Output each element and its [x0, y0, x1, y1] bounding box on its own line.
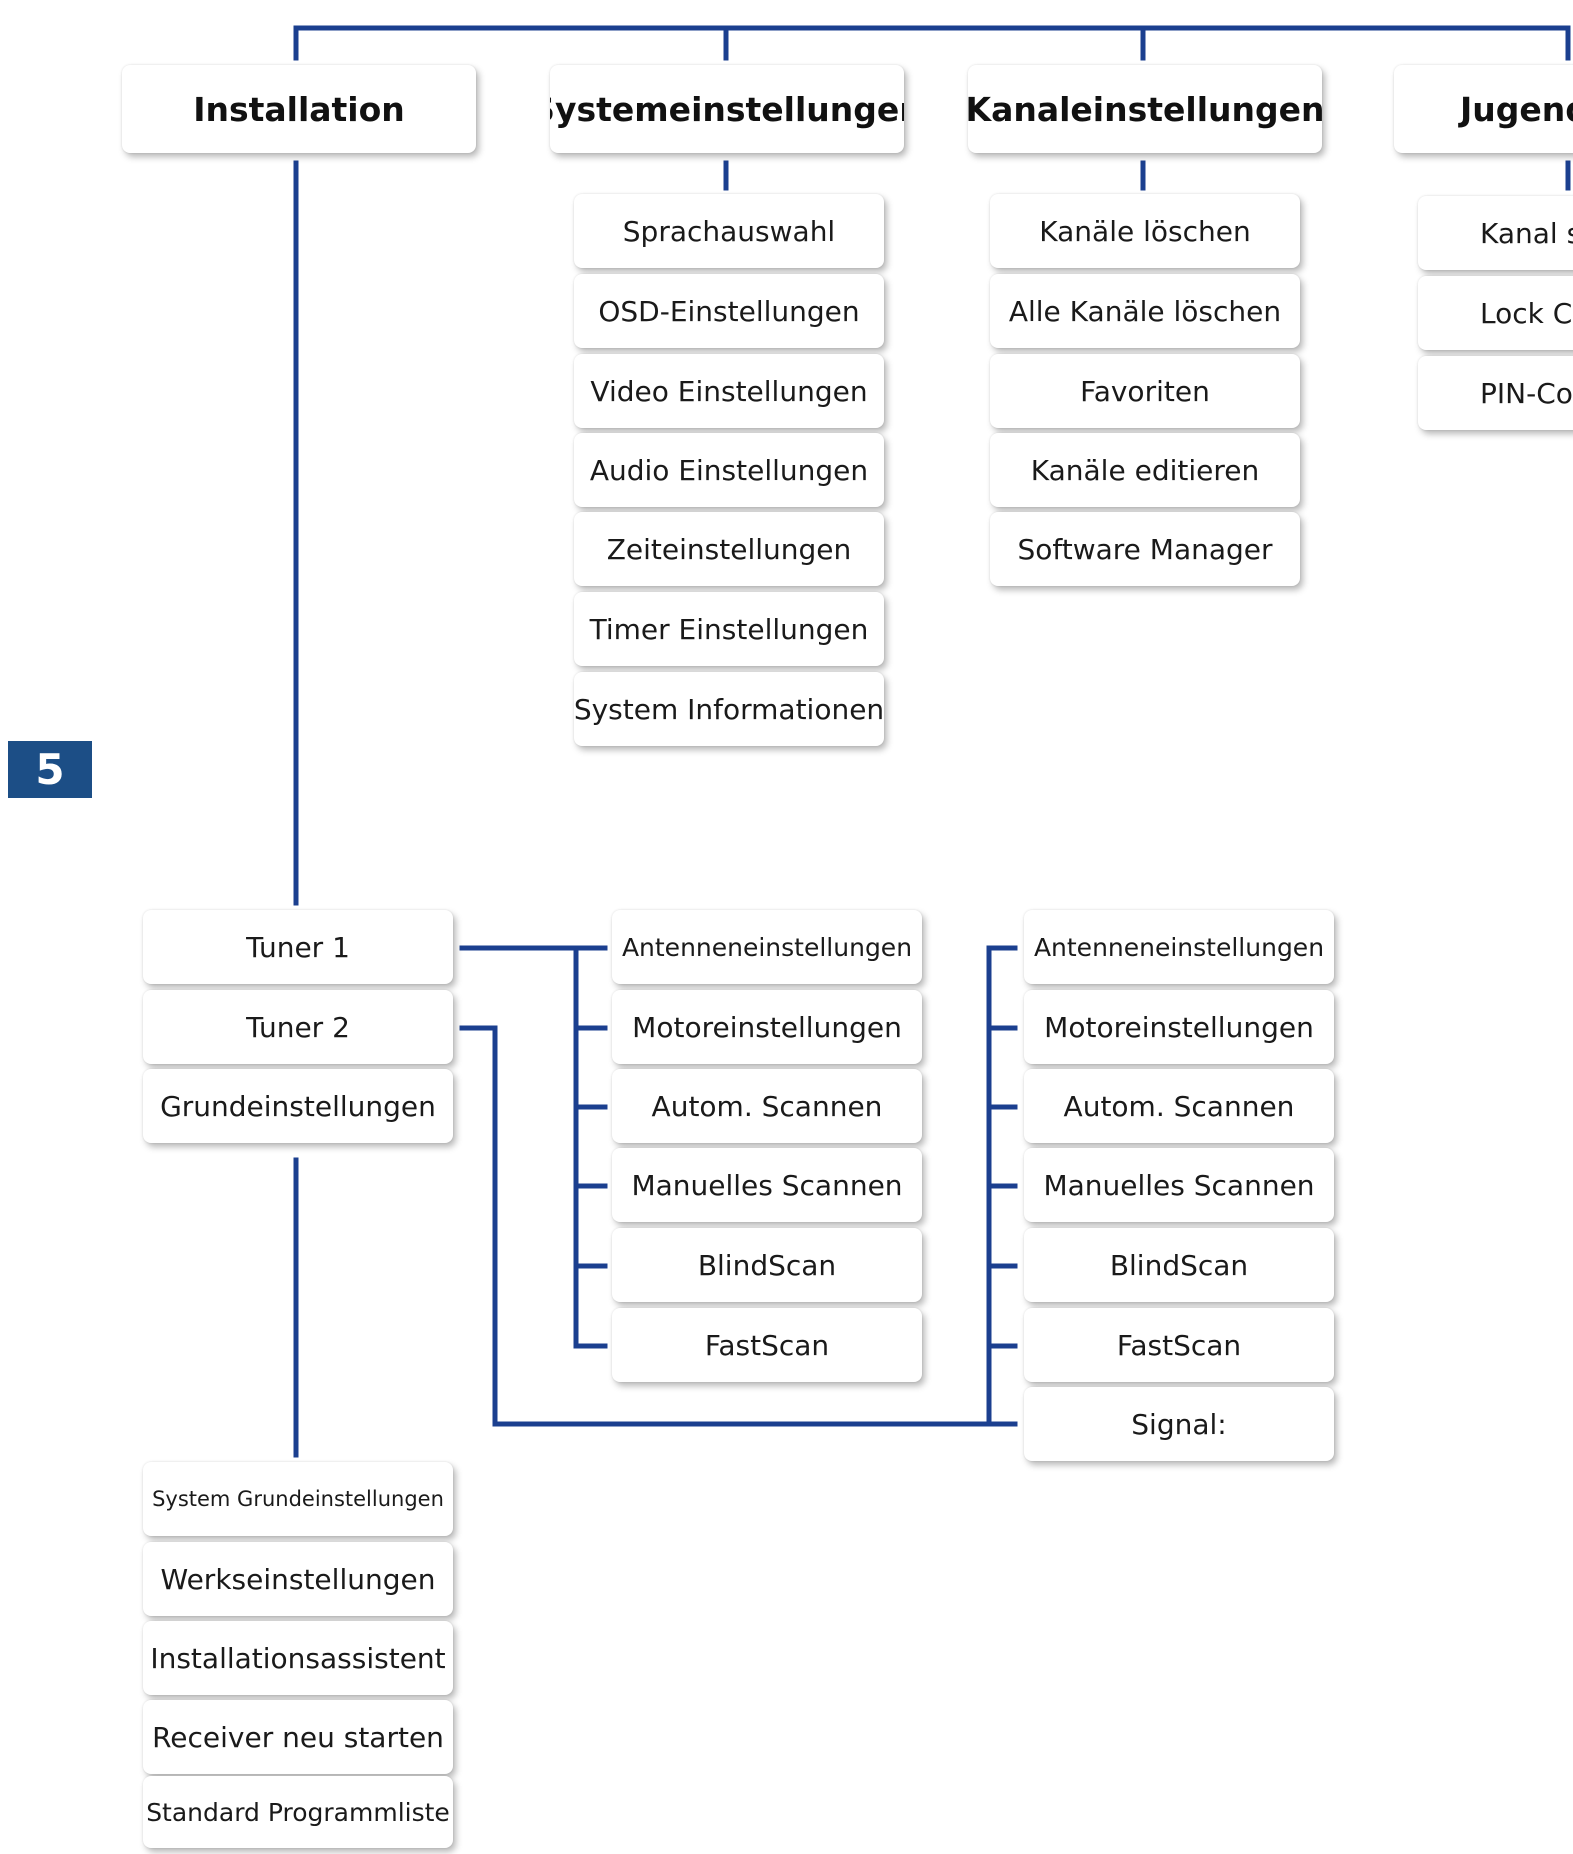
menu-item-system-informationen[interactable]: System Informationen [574, 672, 884, 746]
menu-item-alle-kanaele-loeschen[interactable]: Alle Kanäle löschen [990, 274, 1300, 348]
menu-item-kanaele-loeschen[interactable]: Kanäle löschen [990, 194, 1300, 268]
tuner2-fastscan[interactable]: FastScan [1024, 1308, 1334, 1382]
section-number-badge: 5 [8, 741, 92, 798]
tuner1-fastscan[interactable]: FastScan [612, 1308, 922, 1382]
tuner1-motoreinstellungen[interactable]: Motoreinstellungen [612, 990, 922, 1064]
menu-item-tuner-2[interactable]: Tuner 2 [143, 990, 453, 1064]
menu-item-favoriten[interactable]: Favoriten [990, 354, 1300, 428]
tuner1-blindscan[interactable]: BlindScan [612, 1228, 922, 1302]
menu-item-software-manager[interactable]: Software Manager [990, 512, 1300, 586]
menu-item-audio-einstellungen[interactable]: Audio Einstellungen [574, 433, 884, 507]
header-systemeinstellungen[interactable]: Systemeinstellungen [550, 65, 904, 153]
menu-item-grundeinstellungen[interactable]: Grundeinstellungen [143, 1069, 453, 1143]
tuner2-blindscan[interactable]: BlindScan [1024, 1228, 1334, 1302]
menu-item-receiver-neu-starten[interactable]: Receiver neu starten [143, 1700, 453, 1774]
tuner1-manuelles-scannen[interactable]: Manuelles Scannen [612, 1148, 922, 1222]
tuner1-autom-scannen[interactable]: Autom. Scannen [612, 1069, 922, 1143]
menu-item-kanal-sperren[interactable]: Kanal s [1418, 196, 1573, 270]
header-jugendschutz[interactable]: Jugend [1394, 65, 1573, 153]
tuner2-motoreinstellungen[interactable]: Motoreinstellungen [1024, 990, 1334, 1064]
tuner2-signal[interactable]: Signal: [1024, 1387, 1334, 1461]
menu-item-installationsassistent[interactable]: Installationsassistent [143, 1621, 453, 1695]
menu-item-werkseinstellungen[interactable]: Werkseinstellungen [143, 1542, 453, 1616]
tuner1-antenneneinstellungen[interactable]: Antenneneinstellungen [612, 910, 922, 984]
tuner2-autom-scannen[interactable]: Autom. Scannen [1024, 1069, 1334, 1143]
menu-item-osd-einstellungen[interactable]: OSD-Einstellungen [574, 274, 884, 348]
menu-item-sprachauswahl[interactable]: Sprachauswahl [574, 194, 884, 268]
header-installation[interactable]: Installation [122, 65, 476, 153]
tuner2-manuelles-scannen[interactable]: Manuelles Scannen [1024, 1148, 1334, 1222]
menu-item-tuner-1[interactable]: Tuner 1 [143, 910, 453, 984]
menu-item-lock-control[interactable]: Lock C [1418, 276, 1573, 350]
menu-item-standard-programmliste[interactable]: Standard Programmliste [143, 1776, 453, 1848]
menu-item-video-einstellungen[interactable]: Video Einstellungen [574, 354, 884, 428]
menu-item-timer-einstellungen[interactable]: Timer Einstellungen [574, 592, 884, 666]
menu-item-zeiteinstellungen[interactable]: Zeiteinstellungen [574, 512, 884, 586]
menu-item-system-grundeinstellungen[interactable]: System Grundeinstellungen [143, 1462, 453, 1536]
tuner2-antenneneinstellungen[interactable]: Antenneneinstellungen [1024, 910, 1334, 984]
menu-item-kanaele-editieren[interactable]: Kanäle editieren [990, 433, 1300, 507]
menu-item-pin-code[interactable]: PIN-Cod [1418, 356, 1573, 430]
header-kanaleinstellungen[interactable]: Kanaleinstellungen [968, 65, 1322, 153]
